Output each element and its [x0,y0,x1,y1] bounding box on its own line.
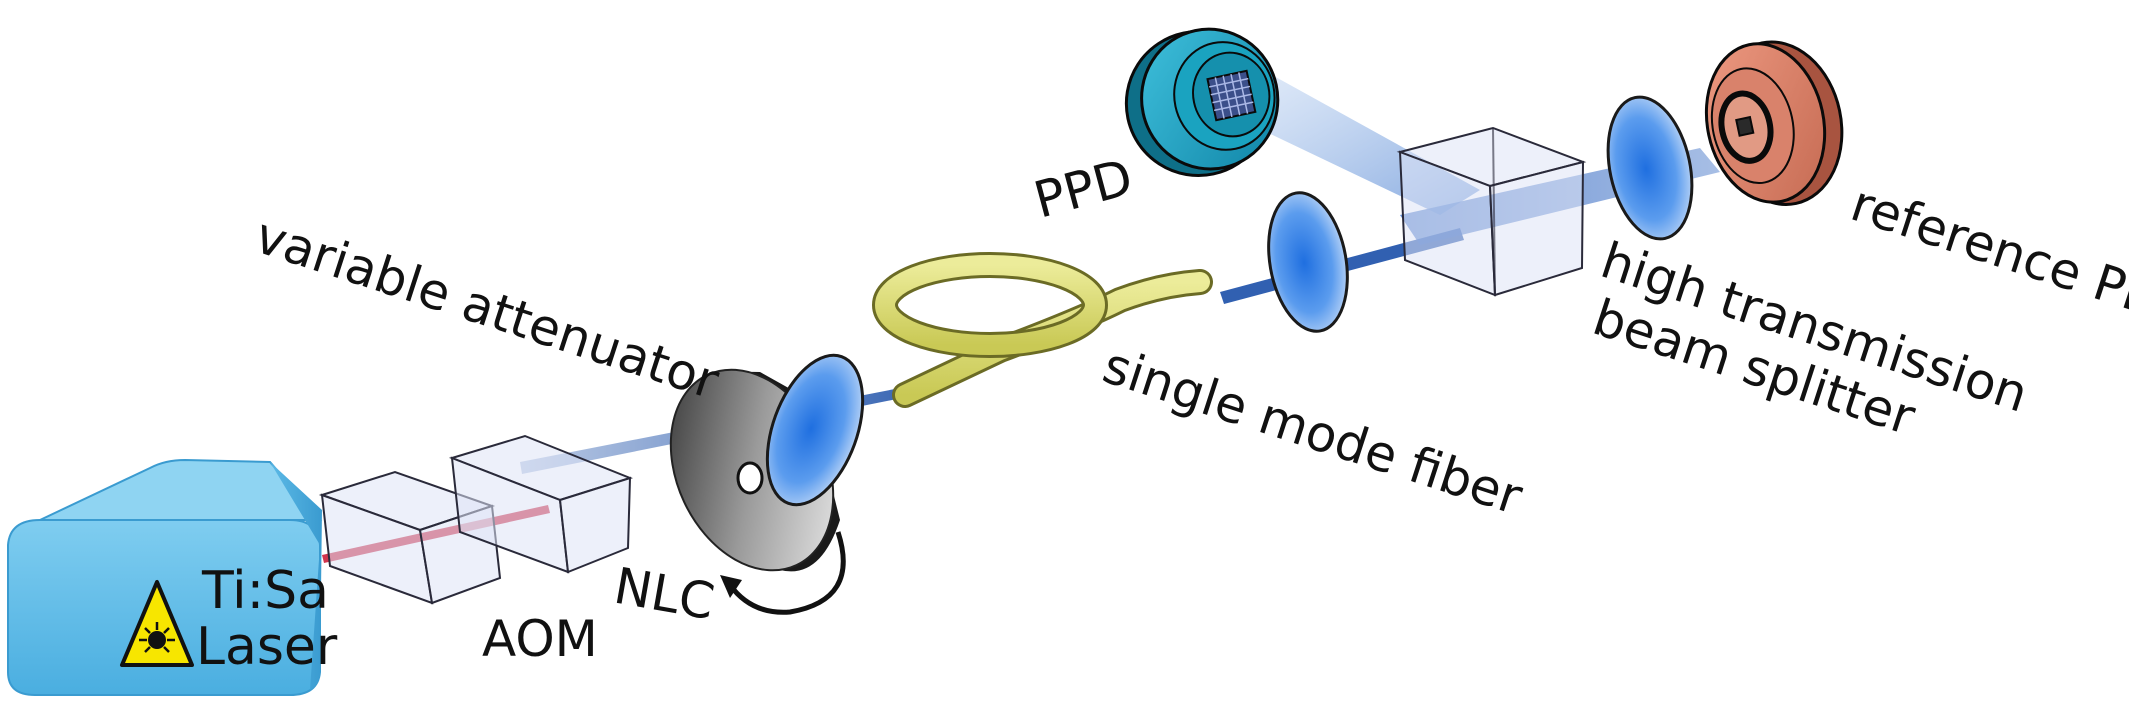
beam-splitter-cube [1396,126,1587,297]
single-mode-fiber-label: single mode fiber [1096,336,1529,526]
lens-3 [1606,95,1694,241]
aom-label: AOM [482,610,598,668]
ppd-label: PPD [1028,148,1138,230]
aom-crystal [318,470,502,605]
reference-pd [1704,40,1844,206]
variable-attenuator-label: variable attenuator [248,206,726,411]
lens-1 [765,353,865,507]
laser-label-line2: Laser [196,617,338,677]
laser-hazard-triangle-icon [120,580,194,667]
curved-rotation-arrow-icon [720,531,846,615]
ppd-detector [1124,27,1280,178]
reference-pd-label: reference PD [1844,174,2129,329]
laser-label-line1: Ti:Sa [201,561,329,621]
nlc-crystal [448,434,633,574]
nlc-label: NLC [610,557,719,632]
lens-2 [1267,191,1349,333]
single-mode-fiber [872,252,1213,408]
